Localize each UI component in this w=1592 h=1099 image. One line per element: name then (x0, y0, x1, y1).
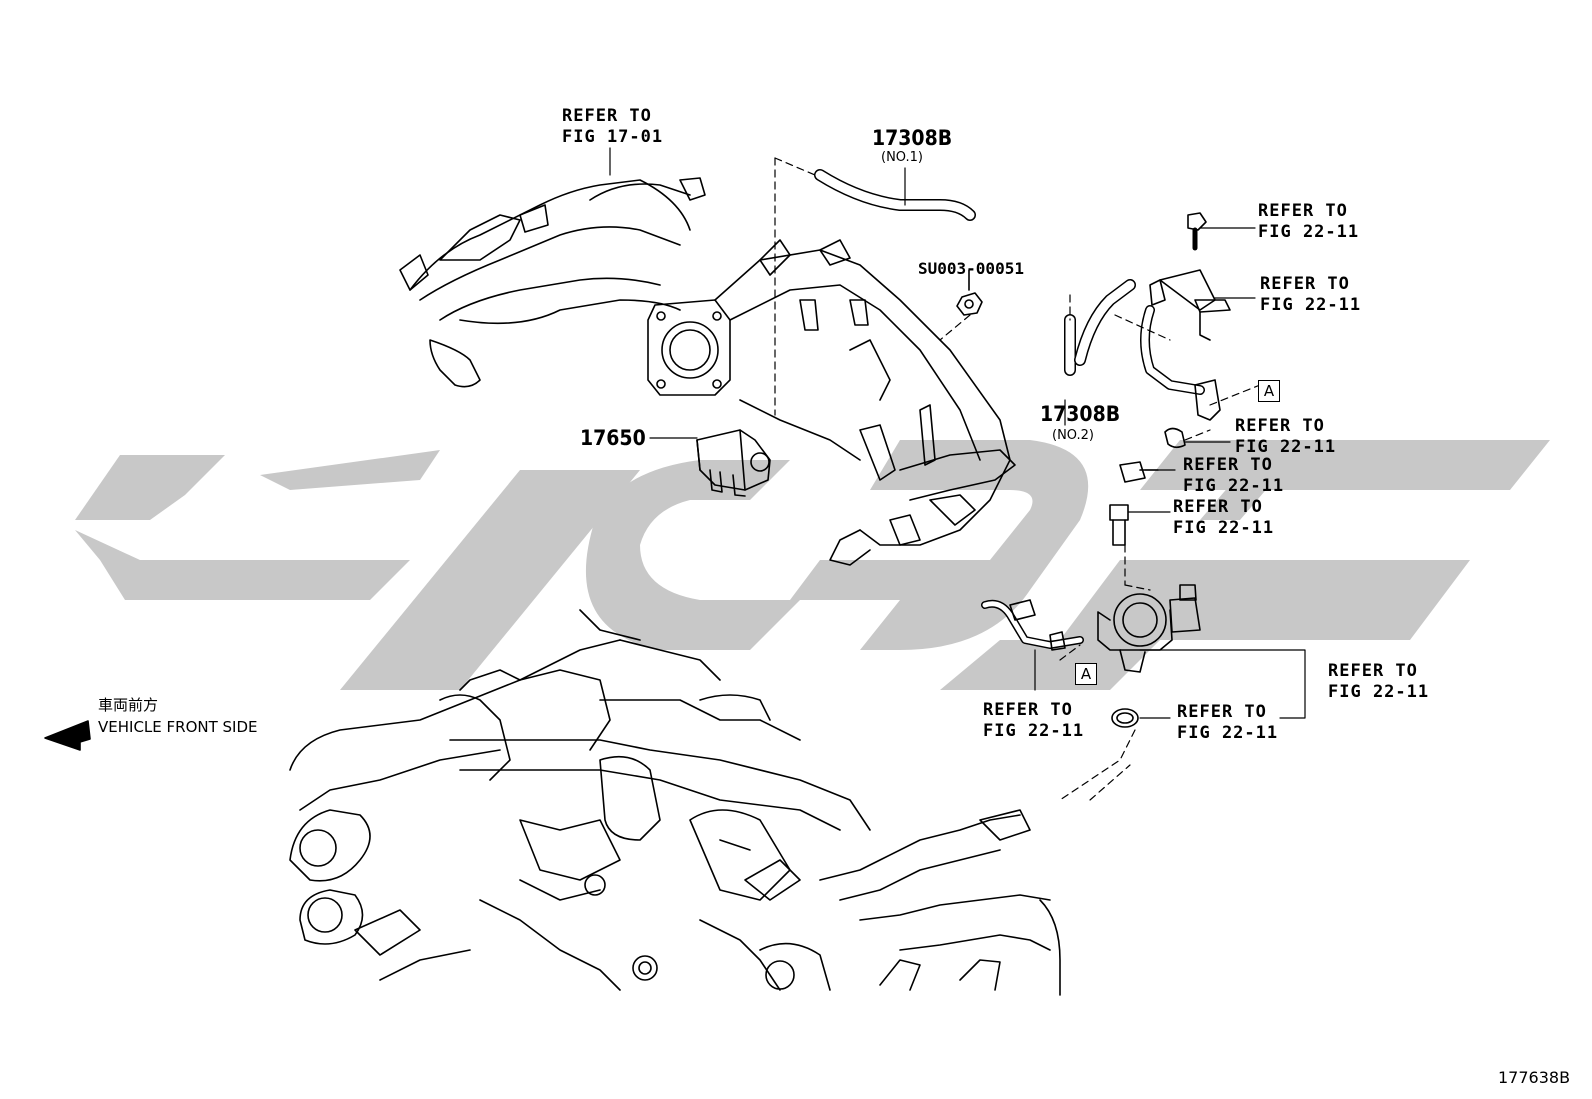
refer-label-fig-17-01: REFER TO FIG 17-01 (562, 106, 664, 147)
hose-no2-sub-label: (NO.2) (1052, 428, 1094, 443)
refer-label-plug: REFER TO FIG 22-11 (1183, 455, 1285, 496)
part-number-nut: SU003-00051 (918, 259, 1024, 278)
part-number-valve: 17650 (580, 426, 646, 450)
refer-label-pipe: REFER TO FIG 22-11 (1260, 274, 1362, 315)
refer-label-bolt: REFER TO FIG 22-11 (1258, 201, 1360, 242)
direction-label-en: VEHICLE FRONT SIDE (98, 718, 258, 736)
refer-label-gasket: REFER TO FIG 22-11 (1177, 702, 1279, 743)
part-number-hose-no2: 17308B (1040, 402, 1121, 426)
watermark-logo (75, 440, 1550, 690)
refer-label-throttle-body: REFER TO FIG 22-11 (1328, 661, 1430, 702)
marker-a-top: A (1258, 380, 1280, 402)
line-art (44, 147, 1306, 1002)
part-number-hose-no1: 17308B (872, 126, 953, 150)
refer-label-hose-connector: REFER TO FIG 22-11 (983, 700, 1085, 741)
hose-no1-sub-label: (NO.1) (881, 150, 923, 165)
refer-label-clip: REFER TO FIG 22-11 (1235, 416, 1337, 457)
refer-label-lower-bolt: REFER TO FIG 22-11 (1173, 497, 1275, 538)
direction-label-jp: 車両前方 (98, 696, 159, 714)
figure-number: 177638B (1498, 1068, 1571, 1087)
marker-a-bottom: A (1075, 663, 1097, 685)
